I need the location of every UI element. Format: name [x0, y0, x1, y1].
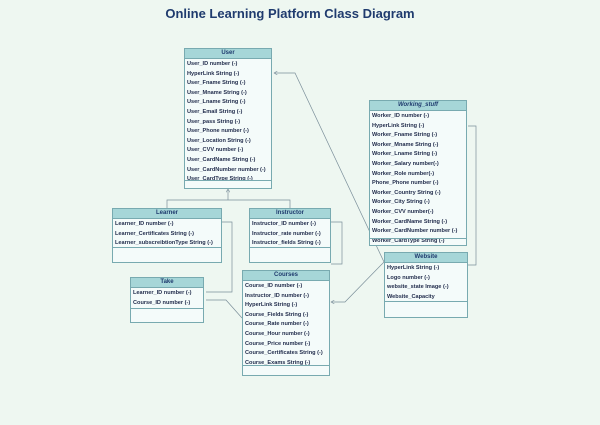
class-attribute: Worker_City String (-)	[372, 199, 430, 206]
class-attribute: User_Phone number (-)	[187, 128, 249, 135]
class-name: Instructor	[250, 209, 330, 219]
class-attribute: Instructor_fields String (-)	[252, 240, 321, 247]
class-attribute: Learner_Certificates String (-)	[115, 230, 194, 237]
class-attribute: HyperLink String (-)	[245, 302, 298, 309]
class-attribute: Worker_ID number (-)	[372, 113, 430, 119]
class-attribute: Worker_CVV number(-)	[372, 208, 434, 215]
class-attribute: Worker_CardType String (-)	[372, 237, 445, 244]
class-working-stuff[interactable]: Working_stuff Worker_ID number (-) HyperL…	[369, 100, 467, 246]
class-attribute: User_ID number (-)	[187, 61, 238, 67]
inheritance-link	[166, 199, 291, 208]
class-name: Website	[385, 253, 467, 263]
class-attribute: Instructor_ID number (-)	[245, 292, 310, 299]
class-attribute: Course_Exams String (-)	[245, 359, 311, 366]
class-courses[interactable]: Courses Course_ID number (-) Instructor_I…	[242, 270, 330, 376]
class-attribute: Instructor_ID number (-)	[252, 221, 317, 227]
class-attribute: Course_ID number (-)	[133, 299, 191, 306]
class-attribute: HyperLink String (-)	[187, 70, 240, 77]
link-take-courses	[206, 299, 243, 319]
class-name: Working_stuff	[370, 101, 466, 111]
class-attribute: User_pass String (-)	[187, 118, 241, 125]
class-instructor[interactable]: Instructor Instructor_ID number (-) Instr…	[249, 208, 331, 263]
class-learner[interactable]: Learner Learner_ID number (-) Learner_Cer…	[112, 208, 222, 263]
class-attribute: User_Location String (-)	[187, 137, 251, 144]
class-attribute: User_Email String (-)	[187, 108, 243, 115]
class-attribute: Worker_Role number(-)	[372, 170, 435, 177]
class-attribute: User_CVV number (-)	[187, 147, 244, 154]
class-user[interactable]: User User_ID number (-) HyperLink String …	[184, 48, 272, 189]
class-name: Courses	[243, 271, 329, 281]
link-working-stuff-website	[468, 125, 477, 266]
link-website-courses	[331, 261, 385, 302]
class-attribute: Learner_subscreibtionType String (-)	[115, 240, 213, 247]
class-website[interactable]: Website HyperLink String (-) Logo number …	[384, 252, 468, 318]
class-attribute: HyperLink String (-)	[387, 265, 440, 271]
class-attribute: User_Lname String (-)	[187, 99, 246, 106]
class-take[interactable]: Take Learner_ID number (-) Course_ID numb…	[130, 277, 204, 323]
class-attribute: Course_ID number (-)	[245, 283, 303, 289]
class-attribute: Learner_ID number (-)	[133, 290, 192, 296]
class-attribute: Worker_CardNumber number (-)	[372, 228, 458, 235]
class-attribute: Course_Fields String (-)	[245, 311, 309, 318]
class-attribute: Instructor_rate number (-)	[252, 230, 321, 237]
class-attribute: Worker_Lname String (-)	[372, 151, 438, 158]
class-attribute: Course_Price number (-)	[245, 340, 311, 347]
class-attribute: Course_Certificates String (-)	[245, 350, 323, 357]
link-website-user	[274, 73, 385, 263]
link-instructor-courses	[331, 221, 343, 265]
diagram-title: Online Learning Platform Class Diagram	[165, 6, 415, 21]
class-attribute: Learner_ID number (-)	[115, 221, 174, 227]
class-attribute: User_CardName String (-)	[187, 156, 256, 163]
link-learner-take	[206, 221, 233, 293]
class-attribute: User_Mname String (-)	[187, 89, 247, 96]
class-attribute: Course_Rate number (-)	[245, 321, 309, 328]
class-name: Learner	[113, 209, 221, 219]
class-attribute: Website_Capacity	[387, 293, 435, 300]
class-attribute: Course_Hour number (-)	[245, 330, 310, 337]
class-attribute: Phone_Phone number (-)	[372, 180, 439, 187]
class-name: User	[185, 49, 271, 59]
class-attribute: website_state Image (-)	[387, 284, 449, 291]
class-attribute: Worker_CardName String (-)	[372, 218, 448, 225]
class-attribute: User_CardType String (-)	[187, 176, 253, 183]
class-attribute: Logo number (-)	[387, 274, 430, 281]
class-attribute: Worker_Mname String (-)	[372, 141, 439, 148]
class-attribute: User_Fname String (-)	[187, 80, 246, 87]
class-attribute: HyperLink String (-)	[372, 122, 425, 129]
class-attribute: Worker_Fname String (-)	[372, 132, 438, 139]
class-attribute: User_CardNumber number (-)	[187, 166, 266, 173]
class-attribute: Worker_Country String (-)	[372, 189, 441, 196]
class-name: Take	[131, 278, 203, 288]
class-attribute: Worker_Salary number(-)	[372, 160, 439, 167]
